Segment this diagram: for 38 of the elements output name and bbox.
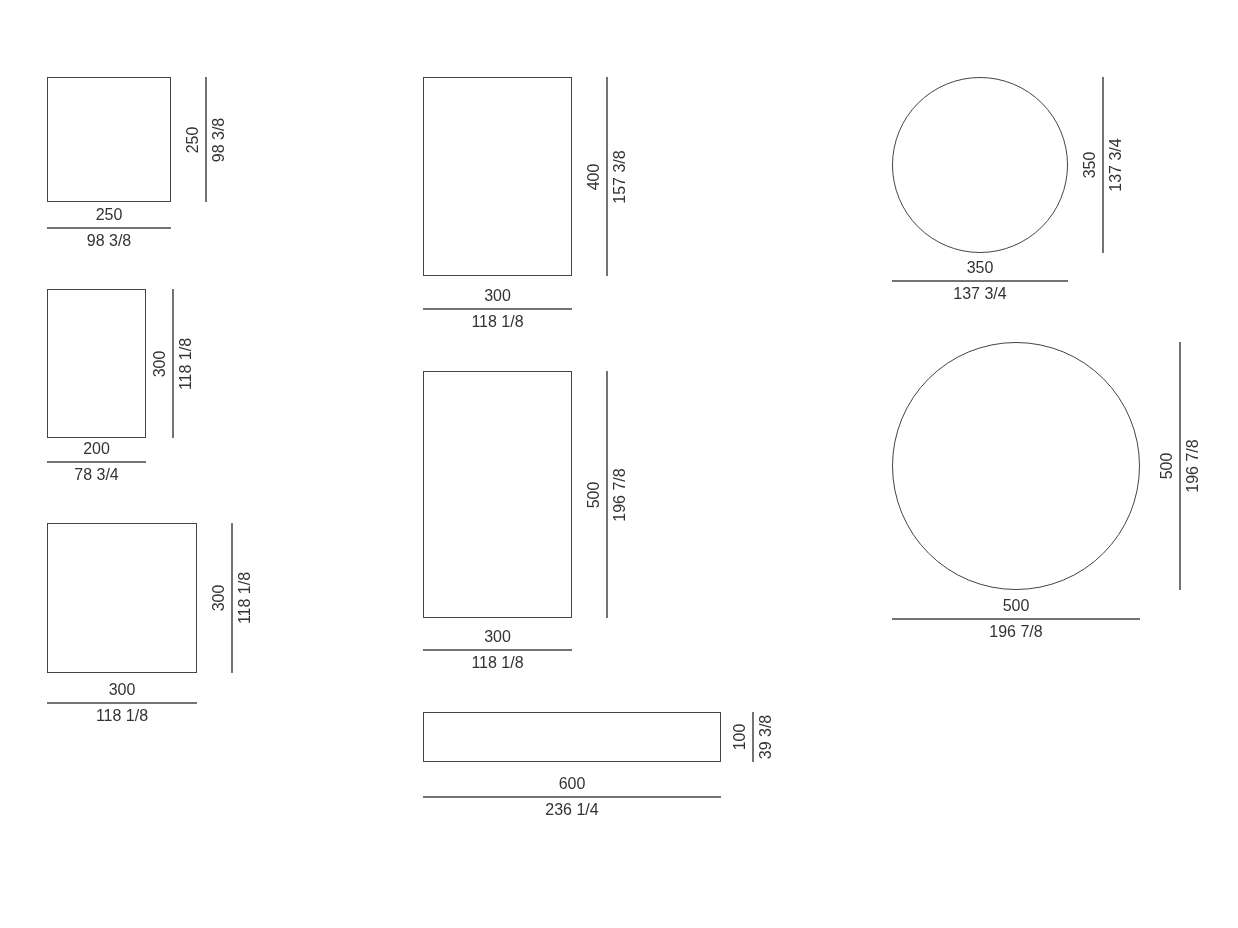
dimension-label: 196 7/8 xyxy=(989,623,1043,641)
dimension-label: 100 xyxy=(731,723,749,751)
dimension-label: 600 xyxy=(558,775,586,793)
rectangle-outline xyxy=(47,77,171,202)
rectangle-outline xyxy=(47,289,146,438)
dimension-label: 500 xyxy=(1158,452,1176,480)
dimension-label: 118 1/8 xyxy=(471,313,524,331)
dimension-label: 250 xyxy=(95,206,123,224)
dimension-label: 300 xyxy=(108,681,136,699)
dimension-label: 400 xyxy=(585,163,603,190)
dimension-label: 350 xyxy=(966,259,994,277)
dimension-label: 300 xyxy=(484,628,511,646)
rectangle-outline xyxy=(423,712,721,762)
rectangle-outline xyxy=(423,77,572,276)
dimension-label: 350 xyxy=(1081,151,1099,179)
dimension-label: 250 xyxy=(184,126,202,153)
dimension-label: 300 xyxy=(210,584,228,612)
dimension-label: 196 7/8 xyxy=(611,467,629,522)
dimension-label: 200 xyxy=(83,440,110,458)
dimension-label: 500 xyxy=(1002,597,1030,615)
dimension-label: 78 3/4 xyxy=(74,466,119,484)
dimension-label: 300 xyxy=(484,287,511,305)
dimension-label: 196 7/8 xyxy=(1184,439,1202,493)
dimension-label: 300 xyxy=(151,350,169,377)
dimension-label: 118 1/8 xyxy=(471,654,524,672)
rectangle-outline xyxy=(47,523,197,673)
dimension-label: 98 3/8 xyxy=(210,117,228,162)
dimension-label: 118 1/8 xyxy=(236,571,254,625)
dimension-label: 137 3/4 xyxy=(1107,138,1125,192)
dimension-label: 98 3/8 xyxy=(86,232,132,250)
dimension-label: 39 3/8 xyxy=(757,714,775,760)
rectangle-outline xyxy=(423,371,572,618)
dimension-label: 157 3/8 xyxy=(611,149,629,204)
dimension-label: 118 1/8 xyxy=(95,707,149,725)
dimension-label: 118 1/8 xyxy=(177,337,195,390)
dimension-label: 500 xyxy=(585,481,603,508)
dimension-label: 236 1/4 xyxy=(545,801,599,819)
dimension-label: 137 3/4 xyxy=(953,285,1007,303)
